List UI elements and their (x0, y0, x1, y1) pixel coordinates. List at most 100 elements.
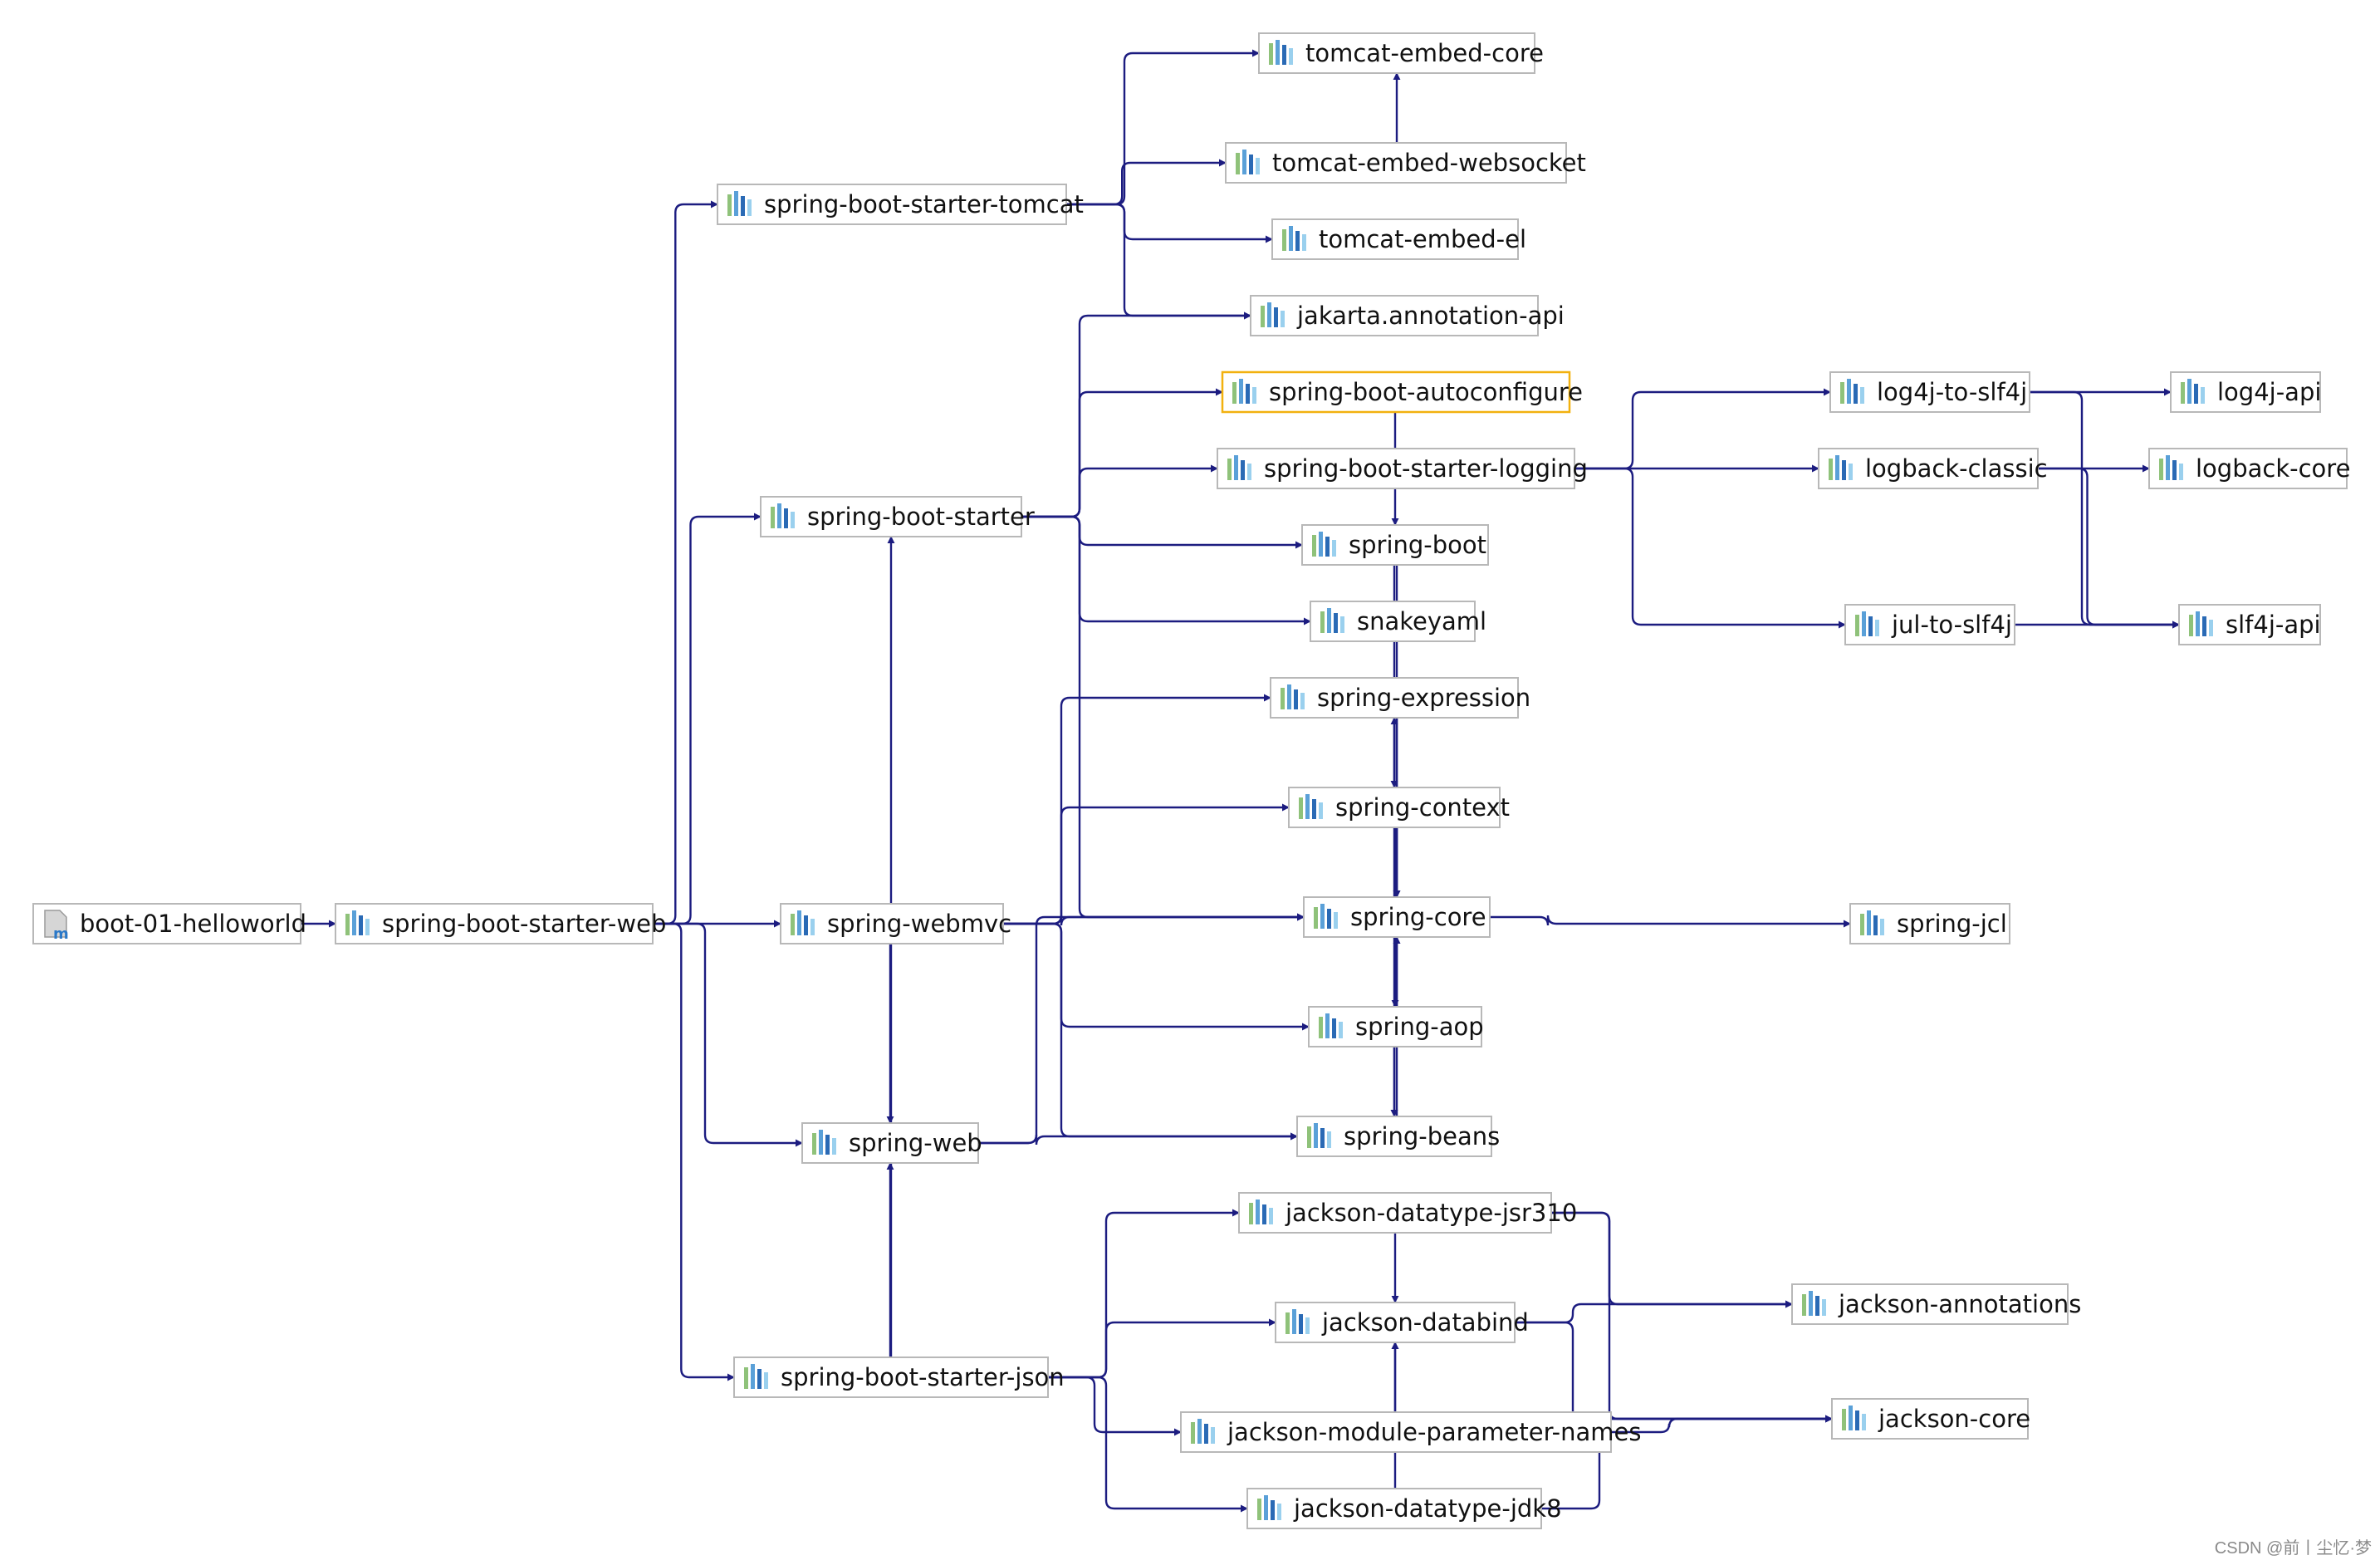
dependency-node-label: logback-core (2196, 454, 2350, 483)
dependency-node-n27[interactable]: jul-to-slf4j (1844, 604, 2015, 645)
dependency-node-box[interactable] (1217, 448, 1575, 489)
dependency-node-n02[interactable]: spring-boot-starter-web (335, 903, 666, 944)
dependency-node-n16[interactable]: spring-expression (1270, 677, 1530, 719)
library-icon (1855, 611, 1879, 636)
library-icon (771, 503, 795, 528)
dependency-node-box[interactable] (1271, 218, 1519, 260)
library-icon (1249, 1200, 1273, 1224)
library-icon (1829, 455, 1853, 480)
dependency-edge-n02-n04 (653, 513, 762, 925)
library-icon (1257, 1495, 1281, 1520)
dependency-node-n19[interactable]: spring-aop (1308, 1006, 1484, 1047)
dependency-node-box[interactable] (335, 903, 654, 944)
dependency-node-n22[interactable]: jackson-databind (1275, 1302, 1529, 1343)
library-icon (1269, 40, 1293, 65)
dependency-node-n12[interactable]: spring-boot-autoconfigure (1221, 370, 1583, 414)
dependency-node-n31[interactable]: spring-jcl (1849, 903, 2010, 944)
dependency-node-n17[interactable]: spring-context (1288, 787, 1510, 828)
dependency-edge-n07-n24 (1048, 1376, 1248, 1513)
dependency-node-label: spring-boot-starter (807, 503, 1035, 531)
dependency-node-n15[interactable]: snakeyaml (1310, 601, 1486, 642)
dependency-node-label: jul-to-slf4j (1891, 611, 2012, 639)
dependency-node-box[interactable] (32, 903, 301, 944)
dependency-edge-n22-n33 (1515, 1321, 1833, 1423)
dependency-node-n25[interactable]: log4j-to-slf4j (1829, 371, 2030, 413)
dependency-node-n30[interactable]: slf4j-api (2178, 604, 2321, 645)
dependency-node-box[interactable] (1238, 1192, 1552, 1234)
dependency-node-box[interactable] (1288, 787, 1501, 828)
dependency-node-box[interactable] (1791, 1283, 2069, 1325)
library-icon (1191, 1419, 1215, 1444)
dependency-node-n07[interactable]: spring-boot-starter-json (733, 1356, 1065, 1398)
dependency-node-box-highlighted[interactable] (1221, 370, 1571, 414)
dependency-node-box[interactable] (1270, 677, 1519, 719)
dependency-node-label: spring-boot-starter-logging (1264, 454, 1588, 483)
dependency-node-box[interactable] (801, 1122, 979, 1164)
dependency-node-n11[interactable]: jakarta.annotation-api (1250, 295, 1565, 336)
dependency-node-box[interactable] (1250, 295, 1539, 336)
dependency-node-n18[interactable]: spring-core (1303, 896, 1491, 938)
dependency-node-label: spring-core (1350, 903, 1486, 931)
dependency-node-box[interactable] (780, 903, 1004, 944)
dependency-node-box[interactable] (1844, 604, 2015, 645)
dependency-node-box[interactable] (1308, 1006, 1482, 1047)
dependency-node-n32[interactable]: jackson-annotations (1791, 1283, 2081, 1325)
dependency-node-n01[interactable]: m boot-01-helloworld (32, 903, 306, 944)
dependency-node-box[interactable] (1225, 142, 1567, 184)
library-icon (1840, 379, 1864, 404)
dependency-edge-n04-n15 (1021, 515, 1311, 626)
library-icon (727, 191, 752, 216)
dependency-edge-n05-n17 (1003, 803, 1290, 925)
dependency-edge-n05-n19 (1003, 922, 1310, 1031)
dependency-node-box[interactable] (1258, 32, 1535, 74)
dependency-node-label: spring-boot-starter-web (382, 910, 666, 938)
dependency-node-label: boot-01-helloworld (80, 910, 306, 938)
dependency-node-n05[interactable]: spring-webmvc (780, 903, 1011, 944)
svg-text:m: m (53, 925, 69, 943)
dependency-node-n08[interactable]: tomcat-embed-core (1258, 32, 1544, 74)
dependency-node-n10[interactable]: tomcat-embed-el (1271, 218, 1526, 260)
dependency-edge-n04-n11 (1021, 312, 1251, 518)
dependency-edge-n07-n23 (1048, 1376, 1182, 1436)
dependency-node-n29[interactable]: logback-core (2148, 448, 2350, 489)
dependency-node-box[interactable] (1310, 601, 1476, 642)
dependency-node-label: log4j-api (2217, 378, 2321, 406)
dependency-node-box[interactable] (1275, 1302, 1516, 1343)
dependency-node-box[interactable] (733, 1356, 1049, 1398)
dependency-node-label: jackson-annotations (1838, 1290, 2081, 1318)
library-icon (2181, 379, 2205, 404)
dependency-node-box[interactable] (717, 184, 1067, 225)
dependency-node-n23[interactable]: jackson-module-parameter-names (1180, 1411, 1641, 1453)
dependency-node-box[interactable] (1818, 448, 2039, 489)
dependency-node-n28[interactable]: log4j-api (2170, 371, 2321, 413)
dependency-node-n33[interactable]: jackson-core (1831, 1398, 2030, 1440)
dependency-node-box[interactable] (1246, 1488, 1542, 1529)
dependency-node-label: jackson-datatype-jdk8 (1293, 1494, 1562, 1523)
library-icon (1842, 1406, 1866, 1430)
dependency-node-label: jackson-module-parameter-names (1227, 1418, 1641, 1446)
dependency-node-n24[interactable]: jackson-datatype-jdk8 (1246, 1488, 1562, 1529)
dependency-node-n04[interactable]: spring-boot-starter (760, 496, 1035, 537)
dependency-node-n20[interactable]: spring-beans (1296, 1116, 1500, 1157)
dependency-edge-n04-n12 (1021, 388, 1223, 518)
library-icon (1232, 379, 1256, 404)
library-icon (744, 1364, 768, 1389)
dependency-node-label: spring-expression (1317, 684, 1530, 712)
dependency-edge-n06-n18 (978, 913, 1305, 1145)
dependency-node-n14[interactable]: spring-boot (1301, 524, 1489, 566)
dependency-edge-n23-n33 (1611, 1415, 1833, 1434)
dependency-node-n03[interactable]: spring-boot-starter-tomcat (717, 184, 1084, 225)
dependency-node-n09[interactable]: tomcat-embed-websocket (1225, 142, 1586, 184)
dependency-node-box[interactable] (760, 496, 1022, 537)
dependency-node-box[interactable] (1180, 1411, 1612, 1453)
dependency-node-n13[interactable]: spring-boot-starter-logging (1217, 448, 1588, 489)
nodes-layer: m boot-01-helloworld spring-boot-starter-w… (32, 32, 2350, 1529)
dependency-node-n21[interactable]: jackson-datatype-jsr310 (1238, 1192, 1577, 1234)
dependency-node-n06[interactable]: spring-web (801, 1122, 982, 1164)
dependency-node-label: log4j-to-slf4j (1877, 378, 2027, 406)
library-icon (1320, 608, 1344, 633)
dependency-node-n26[interactable]: logback-classic (1818, 448, 2048, 489)
dependency-edge-n03-n09 (1066, 159, 1227, 206)
edges-layer (301, 49, 2180, 1513)
